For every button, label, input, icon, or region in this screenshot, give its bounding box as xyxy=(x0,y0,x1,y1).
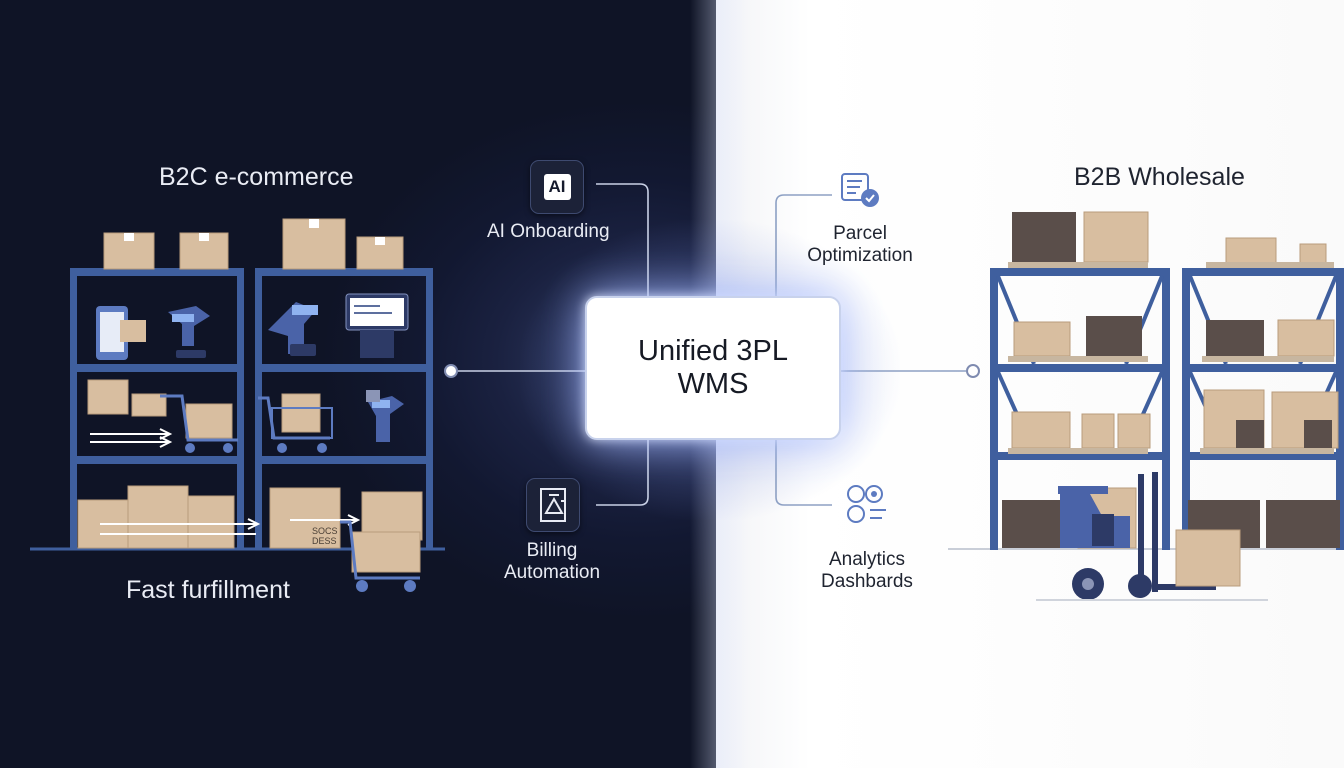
b2b-title: B2B Wholesale xyxy=(1074,163,1245,191)
connector-node-left xyxy=(444,364,458,378)
parcel-optimization-icon xyxy=(841,173,879,207)
billing-automation-icon xyxy=(526,478,580,532)
connector-parcel xyxy=(775,194,832,296)
billing-automation-label: Billing Automation xyxy=(503,540,601,583)
ai-onboarding-label: AI Onboarding xyxy=(487,221,610,242)
b2b-warehouse-racking xyxy=(948,211,1344,601)
hub-title: Unified 3PL WMS xyxy=(638,335,788,400)
connector-billing xyxy=(596,436,649,506)
b2c-caption: Fast furfillment xyxy=(126,576,290,604)
unified-wms-hub: Unified 3PL WMS xyxy=(585,296,841,440)
analytics-gauge-icon xyxy=(847,485,886,523)
analytics-dashboards-label: Analytics Dashbards xyxy=(821,549,913,592)
b2c-title: B2C e-commerce xyxy=(159,163,354,191)
box-code-label-b: DESS xyxy=(312,536,337,546)
billing-document-icon xyxy=(540,488,566,522)
parcel-optimization-label: Parcel Optimization xyxy=(807,223,913,266)
box-code-label-a: SOCS xyxy=(312,526,338,536)
ai-chip-icon: AI xyxy=(543,174,571,200)
ai-onboarding-icon: AI xyxy=(530,160,584,214)
connector-ai-onboarding xyxy=(596,183,649,296)
connector-analytics xyxy=(775,436,832,506)
connector-node-right xyxy=(966,364,980,378)
b2c-warehouse-shelving xyxy=(30,218,445,592)
